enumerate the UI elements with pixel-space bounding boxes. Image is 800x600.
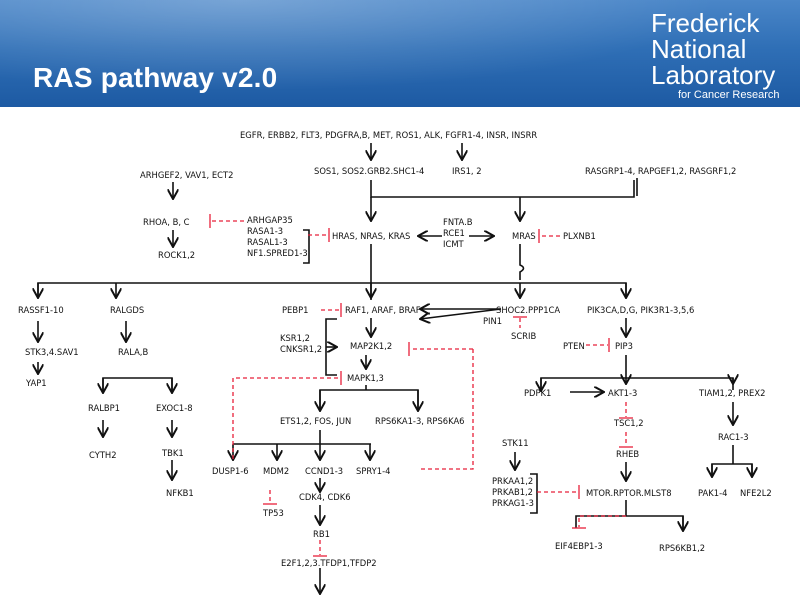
node-cdk: CDK4, CDK6 bbox=[299, 492, 351, 502]
header-gloss bbox=[0, 0, 800, 107]
slide-title: RAS pathway v2.0 bbox=[33, 62, 278, 93]
node-prkaa-2: PRKAB1,2 bbox=[492, 487, 533, 497]
logo-line-2: National bbox=[651, 34, 747, 64]
node-shoc: SHOC2.PPP1CA bbox=[496, 305, 560, 315]
logo-tagline: for Cancer Research bbox=[678, 89, 780, 101]
node-mras: MRAS bbox=[512, 231, 536, 241]
node-tsc: TSC1,2 bbox=[613, 418, 644, 428]
node-rasgrp: RASGRP1-4, RAPGEF1,2, RASGRF1,2 bbox=[585, 166, 736, 176]
node-mapk: MAPK1,3 bbox=[347, 373, 384, 383]
node-fnta-2: RCE1 bbox=[443, 228, 465, 238]
node-pdpk: PDPK1 bbox=[524, 388, 551, 398]
activation-edges bbox=[38, 143, 752, 594]
node-e2f: E2F1,2,3.TFDP1,TFDP2 bbox=[281, 558, 377, 568]
node-prkaa-1: PRKAA1,2 bbox=[492, 476, 533, 486]
node-rb1: RB1 bbox=[313, 529, 330, 539]
node-rho: RHOA, B, C bbox=[143, 217, 190, 227]
node-nfe2l2: NFE2L2 bbox=[740, 488, 772, 498]
node-gap-1: ARHGAP35 bbox=[247, 215, 293, 225]
node-pten: PTEN bbox=[563, 341, 585, 351]
node-fnta-1: FNTA.B bbox=[443, 217, 473, 227]
node-map2k: MAP2K1,2 bbox=[350, 341, 392, 351]
logo-line-1: Frederick bbox=[651, 8, 760, 38]
node-pak: PAK1-4 bbox=[698, 488, 727, 498]
node-fnta-3: ICMT bbox=[443, 239, 465, 249]
node-ralgds: RALGDS bbox=[110, 305, 144, 315]
node-rps6ka: RPS6KA1-3, RPS6KA6 bbox=[375, 416, 465, 426]
node-yap: YAP1 bbox=[25, 378, 47, 388]
node-spry: SPRY1-4 bbox=[356, 466, 390, 476]
node-rassf: RASSF1-10 bbox=[18, 305, 64, 315]
node-sos: SOS1, SOS2.GRB2.SHC1-4 bbox=[314, 166, 424, 176]
node-rock: ROCK1,2 bbox=[158, 250, 195, 260]
node-ras: HRAS, NRAS, KRAS bbox=[332, 231, 410, 241]
node-nfkb: NFKB1 bbox=[166, 488, 194, 498]
ras-pathway-diagram: EGFR, ERBB2, FLT3, PDGFRA,B, MET, ROS1, … bbox=[18, 130, 772, 600]
node-stk11: STK11 bbox=[502, 438, 529, 448]
node-exoc: EXOC1-8 bbox=[156, 403, 193, 413]
node-tiam: TIAM1,2, PREX2 bbox=[698, 388, 765, 398]
node-ralbp: RALBP1 bbox=[88, 403, 120, 413]
node-gap-3: RASAL1-3 bbox=[247, 237, 288, 247]
node-gap-2: RASA1-3 bbox=[247, 226, 283, 236]
node-arhgef: ARHGEF2, VAV1, ECT2 bbox=[140, 170, 233, 180]
node-ccnd: CCND1-3 bbox=[305, 466, 343, 476]
logo-line-3: Laboratory bbox=[651, 60, 776, 90]
node-stk3: STK3,4.SAV1 bbox=[25, 347, 79, 357]
node-pebp: PEBP1 bbox=[282, 305, 308, 315]
node-rheb: RHEB bbox=[616, 449, 639, 459]
node-raf: RAF1, ARAF, BRAF bbox=[345, 305, 421, 315]
node-mtor: MTOR.RPTOR.MLST8 bbox=[586, 488, 672, 498]
node-pik3: PIK3CA,D,G, PIK3R1-3,5,6 bbox=[587, 305, 694, 315]
node-ets: ETS1,2, FOS, JUN bbox=[280, 416, 351, 426]
node-scrib: SCRIB bbox=[511, 331, 536, 341]
node-ksr-1: KSR1,2 bbox=[280, 333, 310, 343]
node-plxnb: PLXNB1 bbox=[563, 231, 596, 241]
node-receptors: EGFR, ERBB2, FLT3, PDGFRA,B, MET, ROS1, … bbox=[240, 130, 537, 140]
node-pin: PIN1 bbox=[483, 316, 502, 326]
node-akt: AKT1-3 bbox=[608, 388, 637, 398]
node-irs: IRS1, 2 bbox=[452, 166, 482, 176]
node-rac: RAC1-3 bbox=[718, 432, 749, 442]
node-rala: RALA,B bbox=[118, 347, 148, 357]
node-mdm2: MDM2 bbox=[263, 466, 289, 476]
node-tp53: TP53 bbox=[262, 508, 284, 518]
node-ksr-2: CNKSR1,2 bbox=[280, 344, 322, 354]
node-dusp: DUSP1-6 bbox=[212, 466, 249, 476]
node-pip3: PIP3 bbox=[615, 341, 633, 351]
node-prkaa-3: PRKAG1-3 bbox=[492, 498, 534, 508]
node-gap-4: NF1.SPRED1-3 bbox=[247, 248, 308, 258]
node-eif4: EIF4EBP1-3 bbox=[555, 541, 603, 551]
node-rps6kb: RPS6KB1,2 bbox=[659, 543, 705, 553]
node-tbk: TBK1 bbox=[161, 448, 184, 458]
node-labels: EGFR, ERBB2, FLT3, PDGFRA,B, MET, ROS1, … bbox=[18, 130, 772, 568]
node-cyth: CYTH2 bbox=[89, 450, 117, 460]
slide-header: RAS pathway v2.0 Frederick National Labo… bbox=[0, 0, 800, 107]
inhibition-edges bbox=[209, 214, 633, 557]
